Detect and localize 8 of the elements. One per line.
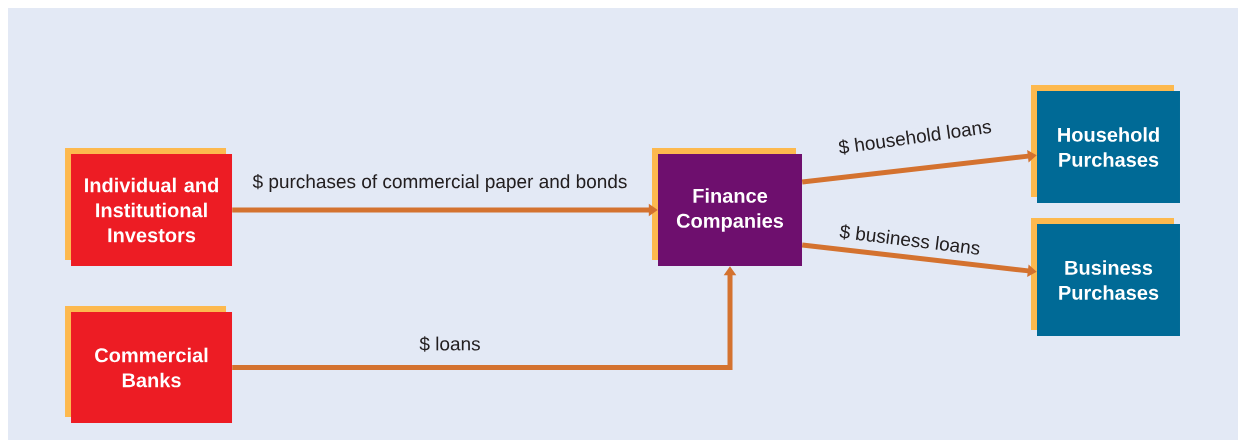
process-box: Individual and Institutional Investors — [65, 148, 232, 266]
edge-label: $ business loans — [837, 222, 983, 258]
edge-label: $ loans — [418, 335, 482, 353]
process-box: Household Purchases — [1031, 85, 1180, 203]
process-box: Business Purchases — [1031, 218, 1180, 336]
process-box: Finance Companies — [652, 148, 802, 266]
process-box: Commercial Banks — [65, 306, 232, 423]
edge-label: $ household loans — [836, 117, 994, 157]
